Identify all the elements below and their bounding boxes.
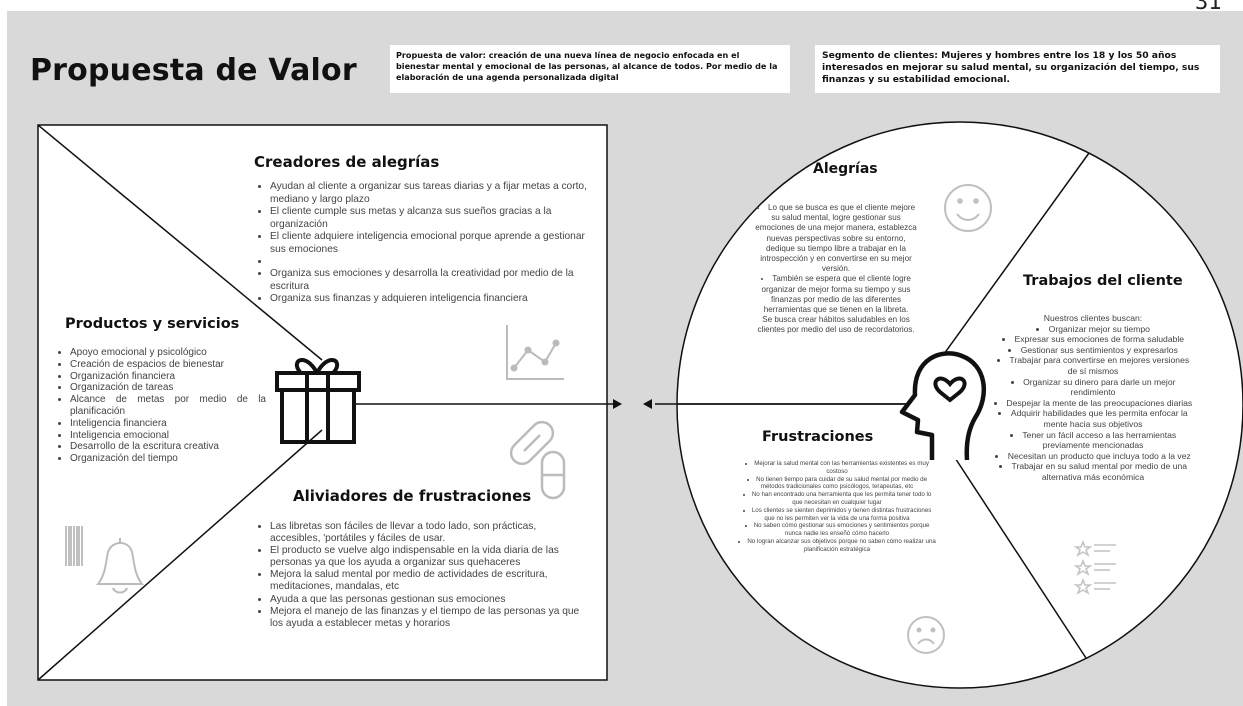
list-item: El producto se vuelve algo indispensable… bbox=[270, 545, 585, 569]
list-item: Desarrollo de la escritura creativa bbox=[70, 441, 266, 453]
value-map-square bbox=[37, 124, 608, 681]
gains-extra: Se busca crear hábitos saludables en los… bbox=[757, 315, 915, 335]
list-item: Ayuda a que las personas gestionan sus e… bbox=[270, 594, 585, 606]
list-item: Ayudan al cliente a organizar sus tareas… bbox=[270, 181, 600, 206]
gift-icon bbox=[275, 358, 361, 444]
jobs-intro: Nuestros clientes buscan: bbox=[1043, 313, 1143, 323]
list-item: Adquirir habilidades que les permita enf… bbox=[993, 408, 1193, 429]
list-item bbox=[270, 256, 600, 268]
sad-face-icon bbox=[907, 616, 945, 654]
page-number: 31 bbox=[1195, 0, 1222, 15]
list-item: Organizar su dinero para darle un mejor … bbox=[993, 377, 1193, 398]
list-item: Organización del tiempo bbox=[70, 453, 266, 465]
list-item: Mejora la salud mental por medio de acti… bbox=[270, 569, 585, 593]
jobs-text: Nuestros clientes buscan: Organizar mejo… bbox=[993, 313, 1193, 483]
creators-heading: Creadores de alegrías bbox=[254, 153, 440, 171]
products-list: Apoyo emocional y psicológico Creación d… bbox=[58, 347, 266, 465]
gains-text: Lo que se busca es que el cliente mejore… bbox=[752, 203, 920, 336]
list-item: Mejorar la salud mental con las herramie… bbox=[737, 460, 937, 476]
relievers-list: Las libretas son fáciles de llevar a tod… bbox=[258, 521, 585, 630]
list-item: Apoyo emocional y psicológico bbox=[70, 347, 266, 359]
circle-divider-top bbox=[917, 152, 1090, 391]
list-item: Organiza sus emociones y desarrolla la c… bbox=[270, 268, 600, 293]
list-item: Expresar sus emociones de forma saludabl… bbox=[993, 334, 1193, 345]
customer-segment-text: Segmento de clientes: Mujeres y hombres … bbox=[822, 50, 1200, 85]
line-chart-icon bbox=[506, 325, 564, 380]
list-item: Inteligencia emocional bbox=[70, 430, 266, 442]
list-item: Alcance de metas por medio de la planifi… bbox=[70, 394, 266, 418]
pills-icon bbox=[509, 420, 566, 500]
list-item: También se espera que el cliente logre o… bbox=[752, 274, 920, 315]
list-item: Trabajar para convertirse en mejores ver… bbox=[993, 355, 1193, 376]
list-item: El cliente cumple sus metas y alcanza su… bbox=[270, 206, 600, 231]
arrow-head-right bbox=[613, 399, 622, 409]
list-item: No tienen tiempo para cuidar de su salud… bbox=[737, 476, 937, 492]
head-with-heart-icon bbox=[899, 351, 987, 461]
relievers-heading: Aliviadores de frustraciones bbox=[293, 487, 532, 505]
list-item: Tener un fácil acceso a las herramientas… bbox=[993, 430, 1193, 451]
list-item: Los clientes se sienten deprimidos y tie… bbox=[737, 507, 937, 523]
square-divider-top bbox=[37, 124, 323, 361]
list-item: El cliente adquiere inteligencia emocion… bbox=[270, 231, 600, 256]
list-item: Creación de espacios de bienestar bbox=[70, 359, 266, 371]
creators-list: Ayudan al cliente a organizar sus tareas… bbox=[258, 181, 600, 306]
list-item: Organiza sus finanzas y adquieren inteli… bbox=[270, 293, 600, 306]
bell-icon bbox=[95, 538, 145, 594]
list-item: No logran alcanzar sus objetivos porque … bbox=[737, 538, 937, 554]
smiley-face-icon bbox=[944, 184, 992, 232]
page-title: Propuesta de Valor bbox=[30, 53, 357, 88]
list-item: Lo que se busca es que el cliente mejore… bbox=[752, 203, 920, 274]
list-item: Mejora el manejo de las finanzas y el ti… bbox=[270, 606, 585, 630]
list-item: Organización financiera bbox=[70, 371, 266, 383]
list-item: Organizar mejor su tiempo bbox=[993, 324, 1193, 335]
list-item: Organización de tareas bbox=[70, 382, 266, 394]
pains-heading: Frustraciones bbox=[762, 429, 874, 445]
list-item: Despejar la mente de las preocupaciones … bbox=[993, 398, 1193, 409]
list-item: Inteligencia financiera bbox=[70, 418, 266, 430]
arrow-head-left bbox=[643, 399, 652, 409]
square-divider-bottom bbox=[37, 429, 323, 681]
list-item: Trabajar en su salud mental por medio de… bbox=[993, 461, 1193, 482]
barcode-icon bbox=[65, 526, 83, 566]
list-item: No saben cómo gestionar sus emociones y … bbox=[737, 522, 937, 538]
list-item: No han encontrado una herramienta que le… bbox=[737, 491, 937, 507]
star-list-icon bbox=[1073, 539, 1116, 595]
value-proposition-text: Propuesta de valor: creación de una nuev… bbox=[396, 50, 778, 82]
products-heading: Productos y servicios bbox=[65, 316, 240, 332]
list-item: Necesitan un producto que incluya todo a… bbox=[993, 451, 1193, 462]
list-item: Gestionar sus sentimientos y expresarlos bbox=[993, 345, 1193, 356]
value-proposition-box: Propuesta de valor: creación de una nuev… bbox=[390, 45, 790, 93]
list-item: Las libretas son fáciles de llevar a tod… bbox=[270, 521, 585, 545]
jobs-heading: Trabajos del cliente bbox=[1023, 273, 1183, 289]
pains-text: Mejorar la salud mental con las herramie… bbox=[737, 460, 937, 554]
customer-segment-box: Segmento de clientes: Mujeres y hombres … bbox=[815, 45, 1220, 93]
gains-heading: Alegrías bbox=[813, 161, 878, 177]
